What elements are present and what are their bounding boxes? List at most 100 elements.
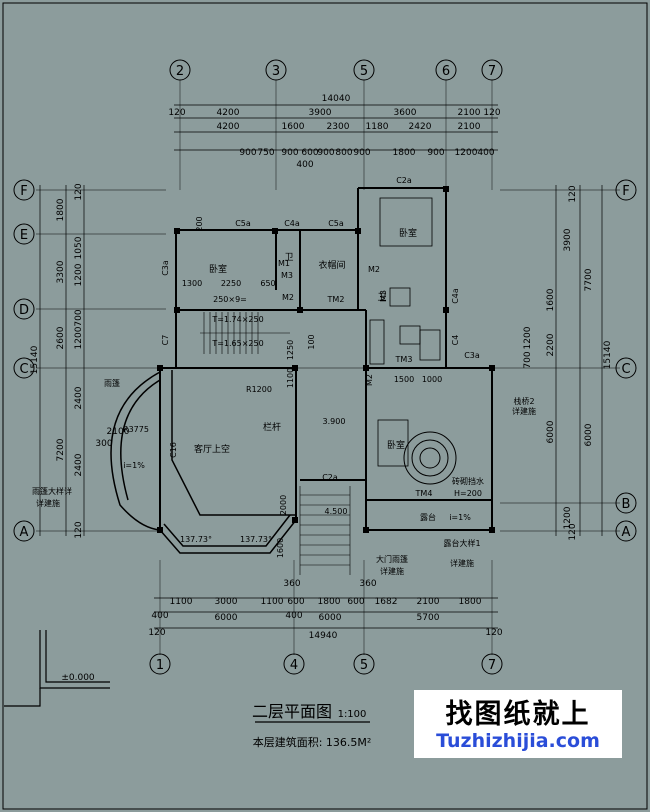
axis-bottom-4: 4 [290, 658, 298, 673]
dim-top-r1-3: 3600 [394, 108, 417, 118]
lbl-tm3: TM3 [395, 355, 413, 364]
dim-left-outer: 15140 [30, 345, 40, 374]
dim-right-mid-0: 3900 [563, 228, 573, 251]
dim-left-mid-2: 2600 [56, 326, 66, 349]
room-bedroom-2: 卧室 [399, 227, 417, 239]
dim-top-r1-1: 4200 [217, 108, 240, 118]
round-feature [403, 431, 457, 485]
dim-top-r2-4: 2420 [409, 122, 432, 132]
dim-lines-sides [39, 185, 603, 536]
dim-left-mid-1: 3300 [56, 260, 66, 283]
lbl-angle-1: 137.73° [180, 535, 212, 544]
room-bedroom-1: 卧室 [209, 263, 227, 275]
dim-left-inner-3: 1200 [74, 326, 84, 349]
lbl-c3a-left: C3a [161, 260, 170, 276]
dim-left-inner-5: 2400 [74, 386, 84, 409]
dim-top-r3-8: 900 [427, 148, 444, 158]
dims-left-text: 15140 1800 3300 2600 7200 120 1050 1200 … [30, 183, 130, 538]
furniture [369, 197, 441, 467]
columns [157, 186, 495, 533]
lbl-slope-2: i=1% [449, 513, 471, 522]
lbl-detail-3: 大门雨篷 [376, 554, 408, 564]
axis-bottom-1: 1 [156, 658, 164, 673]
ground-section [4, 630, 110, 707]
dim-top-r3-3: 600 [301, 148, 318, 158]
dim-left-inner-4: 700 [74, 309, 84, 326]
stairs [200, 312, 351, 575]
lbl-tm4: TM4 [415, 489, 433, 498]
lbl-elev-4500: 4.500 [325, 507, 348, 516]
lbl-elev-3900: 3.900 [323, 417, 346, 426]
lbl-c2a-top: C2a [396, 176, 412, 185]
dim-left-inner-1: 1050 [74, 236, 84, 259]
lbl-stair1: T=1.74×250 [211, 315, 263, 324]
dim-right-mid-1: 7700 [584, 268, 594, 291]
dim-top-r3-9: 1200 [455, 148, 478, 158]
dim-bot-r2-3: 6000 [319, 613, 342, 623]
dim-top-r1-0: 120 [168, 108, 185, 118]
dim-bot-r2-1: 6000 [215, 613, 238, 623]
lbl-c4a-right: C4a [451, 288, 460, 304]
dim-top-r2-0: 4200 [217, 122, 240, 132]
lbl-m3a: M3 [281, 271, 293, 280]
dim-left-inner-6: 2400 [74, 453, 84, 476]
dim-right-outer: 15140 [603, 340, 613, 369]
dim-bot-r1-0: 1100 [170, 597, 193, 607]
lbl-r3775: R3775 [123, 425, 149, 434]
dim-bot-r2-4: 5700 [417, 613, 440, 623]
dim-right-inner-4: 6000 [546, 420, 556, 443]
drawing-title: 二层平面图 [252, 702, 332, 721]
dim-top-r3-7: 1800 [393, 148, 416, 158]
lbl-c7: C7 [161, 335, 170, 346]
drawing-scale: 1:100 [338, 709, 367, 720]
lbl-detail-4: 详建施 [380, 566, 404, 576]
dim-bot-r1-1: 3000 [215, 597, 238, 607]
dim-lines-top [174, 104, 498, 151]
lbl-c4a: C4a [284, 219, 300, 228]
dim-top-r3-1: 750 [257, 148, 274, 158]
dim-bot-r1-7: 2100 [417, 597, 440, 607]
dim-top-r3-6: 900 [353, 148, 370, 158]
dim-top-r1-4: 2100 [458, 108, 481, 118]
dims-bottom-text: 360 360 1100 3000 1100 600 1800 600 1682… [148, 579, 502, 641]
dim-right-inner-0: 1600 [546, 288, 556, 311]
lbl-d2000: 2000 [279, 495, 288, 515]
curved-bay [110, 370, 297, 554]
lbl-c5a-2: C5a [328, 219, 344, 228]
lbl-d200: 200 [195, 216, 204, 231]
dim-bot-r2-2: 400 [285, 611, 302, 621]
room-railing: 栏杆 [263, 421, 281, 433]
axis-top-3: 3 [272, 64, 280, 79]
lbl-d1100: 1100 [286, 368, 295, 388]
axis-left-E: E [20, 228, 28, 243]
lbl-d650: 650 [260, 279, 275, 288]
axis-bubbles [13, 59, 637, 675]
dim-left-inner-7: 2100 [107, 427, 130, 437]
lbl-c3a-right: C3a [464, 351, 480, 360]
room-bedroom-3: 卧室 [387, 439, 405, 451]
lbl-tm2: TM2 [327, 295, 345, 304]
dim-right-mid-3: 1200 [563, 506, 573, 529]
lbl-r1200: R1200 [246, 385, 272, 394]
dim-bot-top-0: 360 [283, 579, 300, 589]
dim-bot-r3-1: 14940 [309, 631, 338, 641]
lbl-c2a-mid: C2a [322, 473, 338, 482]
lbl-c16: C16 [169, 442, 178, 458]
axis-left-F: F [20, 184, 27, 199]
dim-top-r2-2: 2300 [327, 122, 350, 132]
ground-elevation: ±0.000 [61, 673, 95, 683]
dim-left-mid-3: 7200 [56, 438, 66, 461]
lbl-stair2: T=1.65×250 [211, 339, 263, 348]
dim-right-inner-3: 700 [523, 351, 533, 368]
dim-top-total: 14040 [322, 94, 351, 104]
dim-top-r1-2: 3900 [309, 108, 332, 118]
dims-top-text: 14040 120 4200 3900 3600 2100 120 4200 1… [168, 94, 500, 170]
lbl-m2a: M2 [282, 293, 294, 302]
lbl-c4: C4 [451, 335, 460, 346]
dim-top-r3-10: 400 [477, 148, 494, 158]
dim-right-mid-2: 6000 [584, 423, 594, 446]
lbl-d100: 100 [307, 334, 316, 349]
axis-top-2: 2 [176, 64, 184, 79]
dim-lines-bottom [154, 597, 498, 629]
